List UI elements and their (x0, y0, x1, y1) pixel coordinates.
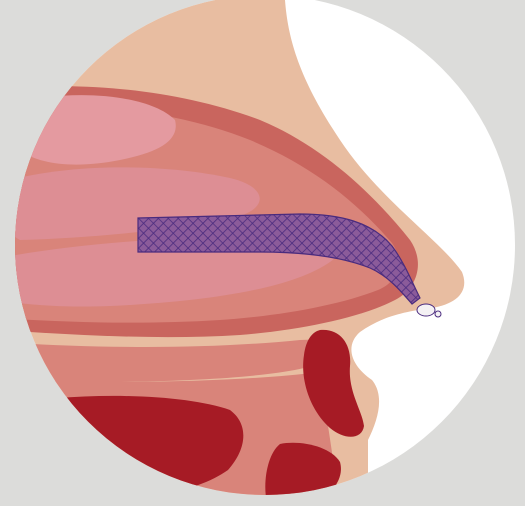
implant-tip (417, 304, 435, 316)
oral-cavity-right (265, 443, 341, 506)
implant-tip-knob (435, 311, 441, 317)
